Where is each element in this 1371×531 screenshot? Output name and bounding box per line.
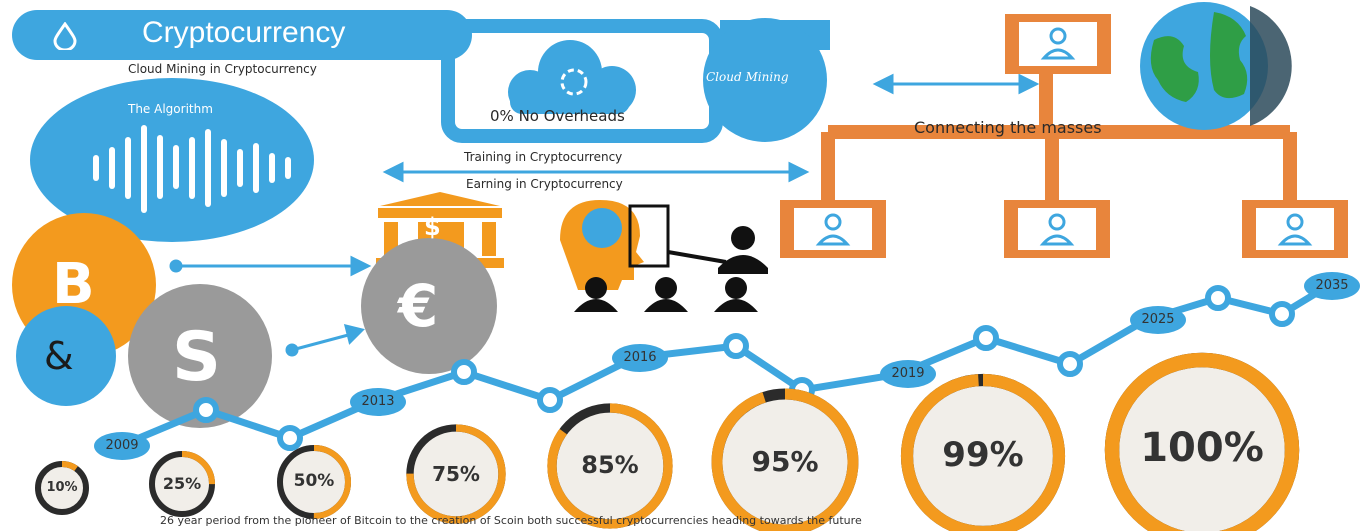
- progress-ring-label: 85%: [581, 451, 639, 480]
- progress-ring-label: 95%: [751, 444, 819, 478]
- progress-ring-label: 100%: [1140, 425, 1264, 472]
- year-badges: [94, 272, 1360, 460]
- footer-caption: 26 year period from the pioneer of Bitco…: [160, 514, 862, 527]
- algorithm-label: The Algorithm: [128, 102, 213, 116]
- bank-dollar-symbol: $: [424, 213, 441, 241]
- progress-ring-label: 75%: [432, 461, 480, 486]
- bitcoin-symbol: B: [52, 252, 95, 317]
- ampersand: &: [44, 334, 74, 378]
- progress-ring-fill: [1104, 352, 1300, 531]
- page-title: Cryptocurrency: [142, 16, 346, 49]
- timeline-year: 2013: [361, 394, 395, 409]
- timeline-year: 2035: [1315, 278, 1349, 293]
- drop-icon: [53, 22, 77, 50]
- dollar-arrow-icon: [285, 323, 365, 357]
- globe-icon: [1140, 2, 1292, 130]
- progress-ring-label: 50%: [293, 471, 335, 492]
- training-label: Training in Cryptocurrency: [464, 150, 623, 164]
- overheads-label: 0% No Overheads: [490, 107, 625, 125]
- progress-rings: [35, 352, 1300, 531]
- progress-ring-label: 25%: [162, 474, 202, 494]
- earning-label: Earning in Cryptocurrency: [466, 177, 623, 191]
- progress-ring-fill: [900, 373, 1066, 531]
- cloud-mining-badge: [703, 18, 827, 142]
- progress-ring-label: 10%: [46, 479, 78, 495]
- euro-symbol: €: [398, 272, 439, 340]
- timeline-year: 2009: [105, 438, 139, 453]
- ampersand-badge: [16, 306, 116, 406]
- dollar-coin: [128, 284, 272, 428]
- timeline-year: 2019: [891, 366, 925, 381]
- cloud-icon: [508, 40, 636, 114]
- progress-ring-label: 99%: [942, 434, 1024, 475]
- progress-ring-fill: [406, 424, 506, 524]
- double-arrow-icon: [872, 73, 1040, 95]
- timeline-year: 2016: [623, 350, 657, 365]
- progress-ring-fill: [547, 403, 673, 529]
- dollar-symbol: S: [172, 318, 221, 397]
- education-icon: [560, 200, 768, 312]
- title-banner: Cryptocurrency: [12, 10, 472, 60]
- algorithm-badge: [30, 78, 314, 242]
- training-arrow-icon: [382, 161, 810, 183]
- progress-ring-fill: [35, 461, 89, 515]
- person-icon: [815, 27, 1313, 246]
- bitcoin-arrow-icon: [169, 255, 372, 277]
- sound-wave-icon: [93, 125, 291, 213]
- timeline-line: [118, 283, 1330, 450]
- cloud-mining-label: Cloud Mining: [706, 70, 789, 84]
- timeline-nodes: [193, 285, 1295, 451]
- subtitle: Cloud Mining in Cryptocurrency: [128, 62, 317, 76]
- progress-ring-fill: [711, 388, 859, 531]
- progress-ring-fill: [149, 451, 215, 517]
- connecting-label: Connecting the masses: [914, 118, 1102, 137]
- timeline-year: 2025: [1141, 312, 1175, 327]
- progress-ring-fill: [277, 445, 351, 519]
- euro-coin: [361, 238, 497, 374]
